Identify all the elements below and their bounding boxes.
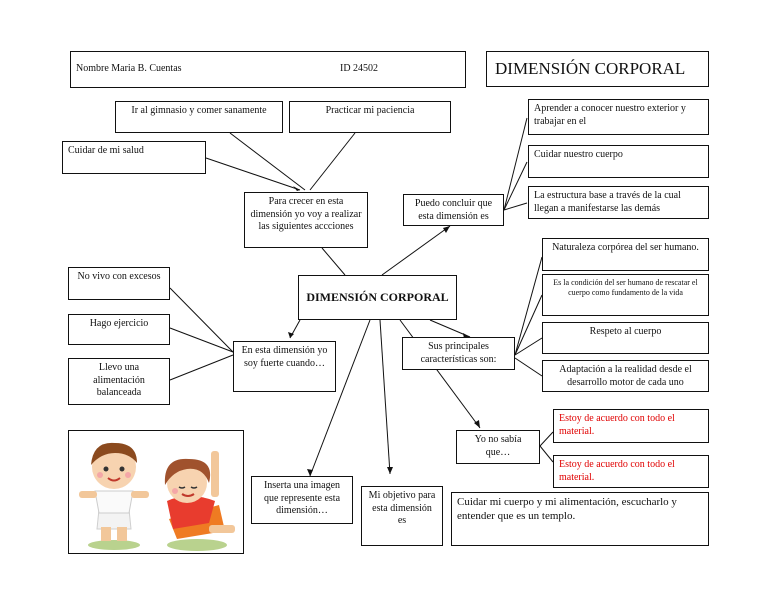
connector-conclude-3 [503,202,528,211]
grow-item-gym: Ir al gimnasio y comer sanamente [115,101,283,133]
objective-answer: Cuidar mi cuerpo y mi alimentación, escu… [451,492,709,546]
connector-traits-3 [514,337,543,356]
trait-item-4: Adaptación a la realidad desde el desarr… [542,360,709,392]
trait-item-3: Respeto al cuerpo [542,322,709,354]
strong-item-2: Hago ejercicio [68,314,170,345]
girl-figure [164,451,235,551]
central-node: DIMENSIÓN CORPORAL [298,275,457,320]
kids-exercise-illustration [68,430,244,554]
connector-grow-health [205,157,301,191]
connector-central-grow [321,247,346,276]
image-prompt-node: Inserta una imagen que represente esta d… [251,476,353,524]
grow-node: Para crecer en esta dimensión yo voy a r… [244,192,368,248]
connector-traits-4 [514,357,543,377]
connector-central-objective [379,319,391,475]
strong-node: En esta dimensión yo soy fuerte cuando… [233,341,336,392]
student-id: ID 24502 [340,63,379,75]
conclude-item-2: Cuidar nuestro cuerpo [528,145,709,178]
connector-strong-2 [169,327,234,353]
connector-didnt-know-2 [539,445,554,463]
student-info-box: Nombre Maria B. Cuentas ID 24502 [70,51,466,88]
connector-grow-gym [229,132,306,191]
connector-central-conclude [381,225,451,276]
strong-item-3: Llevo una alimentación balanceada [68,358,170,405]
connector-strong-3 [169,354,234,381]
conclude-node: Puedo concluir que esta dimensión es [403,194,504,226]
connector-traits-1 [514,256,543,356]
didnt-know-item-1: Estoy de acuerdo con todo el material. [553,409,709,443]
student-name: Nombre Maria B. Cuentas [76,63,182,75]
connector-conclude-1 [503,117,528,211]
connector-grow-patience [309,132,356,191]
connector-didnt-know-1 [539,431,554,447]
boy-figure [79,442,149,550]
trait-item-2: Es la condición del ser humano de rescat… [542,274,709,316]
traits-node: Sus principales características son: [402,337,515,370]
conclude-item-3: La estructura base a través de la cual l… [528,186,709,219]
grow-item-patience: Practicar mi paciencia [289,101,451,133]
page-title: DIMENSIÓN CORPORAL [486,51,709,87]
connector-central-image [309,319,371,477]
strong-item-1: No vivo con excesos [68,267,170,300]
trait-item-1: Naturaleza corpórea del ser humano. [542,238,709,271]
connector-conclude-2 [503,161,528,211]
grow-item-health: Cuidar de mi salud [62,141,206,174]
didnt-know-node: Yo no sabía que… [456,430,540,464]
connector-traits-2 [514,294,543,356]
didnt-know-item-2: Estoy de acuerdo con todo el material. [553,455,709,488]
conclude-item-1: Aprender a conocer nuestro exterior y tr… [528,99,709,135]
objective-node: Mi objetivo para esta dimensión es [361,486,443,546]
connector-strong-1 [169,287,234,353]
